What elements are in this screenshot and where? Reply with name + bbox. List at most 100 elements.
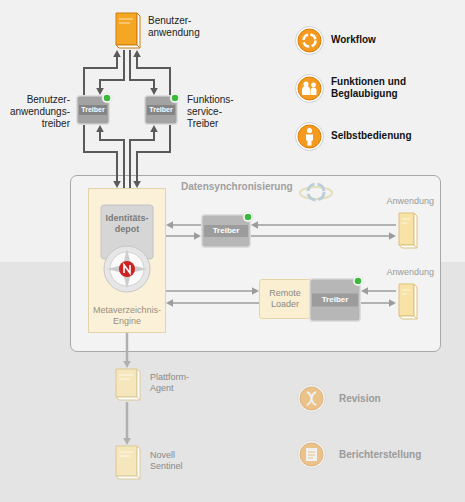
connector-line — [166, 290, 254, 292]
node-label: Anwendung — [386, 196, 434, 207]
application-icon: Anwendung — [396, 212, 418, 250]
arrow-head — [389, 299, 396, 307]
agent-icon: Plattform- Agent — [113, 368, 141, 402]
connector-line — [126, 333, 129, 363]
connector-line — [251, 235, 391, 237]
connector-line — [84, 125, 117, 183]
node-label: Anwendung — [386, 267, 434, 278]
arrow-head — [133, 181, 141, 188]
arrow-head — [150, 88, 158, 95]
feature-symbol — [297, 384, 326, 413]
connector-line — [256, 224, 396, 226]
connector-line — [100, 130, 124, 188]
arrow-head — [150, 125, 158, 132]
arrow-head — [251, 221, 258, 229]
connector — [361, 287, 396, 295]
feature-icon: Selbstbedienung — [295, 122, 324, 151]
arrow-head — [123, 361, 131, 368]
connector-line — [171, 302, 259, 304]
arrow-head — [361, 287, 368, 295]
arrow-head — [252, 287, 259, 295]
connector — [361, 299, 396, 307]
arrow-head — [96, 88, 104, 95]
connector-line — [166, 235, 196, 237]
book-symbol — [113, 12, 141, 50]
arrow-head — [113, 181, 121, 188]
engine-box: Identitäts- depotMetaverzeichnis- Engine — [88, 188, 166, 333]
feature-icon: Funktionen und Beglaubigung — [295, 74, 324, 103]
node-label: Treiber — [309, 294, 361, 306]
connector — [133, 125, 170, 188]
connector — [166, 232, 201, 240]
connector-line — [130, 50, 154, 90]
node-label: Revision — [339, 393, 381, 405]
node-label: Datensynchronisierung — [181, 181, 293, 193]
driver-box: Treiber — [309, 278, 361, 322]
driver-box: TreiberBenutzer- anwendungs- treiber — [76, 95, 110, 125]
connector-line — [100, 50, 124, 90]
connector-line — [130, 130, 154, 188]
connector-line — [126, 402, 129, 440]
node-label: Plattform- Agent — [150, 372, 202, 394]
book-symbol — [396, 283, 418, 321]
feature-symbol — [295, 26, 324, 55]
arrow-head — [113, 50, 121, 57]
arrow-head — [389, 232, 396, 240]
node-label: Berichterstellung — [339, 449, 421, 461]
connector-line — [137, 55, 170, 95]
node-label: Benutzer- anwendung — [148, 15, 218, 39]
arrow-head — [133, 50, 141, 57]
node-label: Treiber — [76, 105, 110, 115]
connector-line — [366, 290, 396, 292]
application-icon: Anwendung — [396, 283, 418, 321]
connector — [123, 333, 131, 368]
book-symbol — [113, 368, 141, 402]
sync-group: DatensynchronisierungIdentitäts- depotMe… — [70, 175, 441, 352]
connector — [251, 232, 396, 240]
connector — [84, 125, 121, 188]
connector-line — [361, 302, 391, 304]
sentinel-icon: Novell Sentinel — [113, 445, 141, 481]
connector — [96, 125, 124, 188]
connector — [133, 50, 170, 95]
node-label: Metaverzeichnis- Engine — [89, 305, 165, 327]
feature-icon: Revision — [297, 384, 326, 413]
book-symbol — [113, 445, 141, 481]
node-label: Funktionen und Beglaubigung — [331, 76, 423, 100]
connector-line — [171, 224, 201, 226]
node-label: Funktions- service- Treiber — [187, 94, 249, 130]
connector — [166, 221, 201, 229]
connector — [96, 50, 124, 95]
connector — [123, 402, 131, 445]
connector — [130, 50, 158, 95]
node-label: Treiber — [201, 225, 251, 237]
connector — [84, 50, 121, 95]
node-label: Workflow — [331, 34, 376, 46]
node-label: Treiber — [144, 105, 178, 115]
node-label: Identitäts- depot — [97, 213, 157, 235]
feature-symbol — [295, 122, 324, 151]
driver-box: TreiberFunktions- service- Treiber — [144, 95, 178, 125]
connector — [251, 221, 396, 229]
node-label: Benutzer- anwendungs- treiber — [2, 94, 70, 130]
feature-symbol — [297, 440, 326, 469]
application-icon: Benutzer- anwendung — [113, 12, 141, 50]
connector — [166, 299, 259, 307]
feature-symbol — [295, 74, 324, 103]
feature-icon: Workflow — [295, 26, 324, 55]
node-label: Selbstbedienung — [331, 130, 412, 142]
arrow-head — [96, 125, 104, 132]
driver-box: Treiber — [201, 214, 251, 248]
node-label: Remote Loader — [262, 288, 308, 310]
connector — [130, 125, 158, 188]
connector-line — [84, 55, 117, 95]
arrow-head — [123, 438, 131, 445]
book-symbol — [396, 212, 418, 250]
feature-icon: Berichterstellung — [297, 440, 326, 469]
connector-line — [137, 125, 170, 183]
arrow-head — [194, 232, 201, 240]
arrow-head — [166, 221, 173, 229]
connector — [166, 287, 259, 295]
